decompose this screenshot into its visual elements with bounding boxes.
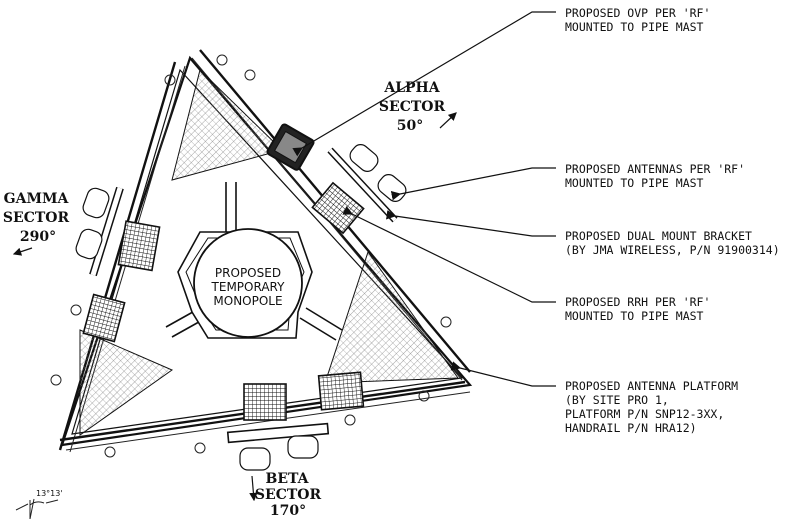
antennas-callout-line-2: MOUNTED TO PIPE MAST bbox=[565, 176, 704, 190]
gamma-direction-arrow bbox=[12, 247, 33, 256]
platform-callout-line-4: HANDRAIL P/N HRA12) bbox=[565, 421, 697, 435]
rail-clamps bbox=[50, 54, 452, 458]
platform-callout-line-2: (BY SITE PRO 1, bbox=[565, 393, 669, 407]
beta-sector-word: SECTOR bbox=[255, 487, 322, 503]
alpha-direction-arrow bbox=[439, 112, 457, 129]
center-label-line-2: TEMPORARY bbox=[211, 280, 286, 294]
bracket-callout-line-2: (BY JMA WIRELESS, P/N 91900314) bbox=[565, 243, 780, 257]
beta-sector-azimuth: 170° bbox=[270, 503, 306, 519]
beta-direction-arrow bbox=[249, 475, 258, 502]
alpha-equipment bbox=[266, 123, 407, 235]
angle-dimension bbox=[15, 498, 59, 519]
ovp-callout-line-2: MOUNTED TO PIPE MAST bbox=[565, 20, 704, 34]
rrh-callout-line-2: MOUNTED TO PIPE MAST bbox=[565, 309, 704, 323]
gamma-sector-name: GAMMA bbox=[4, 191, 70, 207]
center-label-line-1: PROPOSED bbox=[215, 266, 281, 280]
rrh-callout-line-1: PROPOSED RRH PER 'RF' bbox=[565, 295, 710, 309]
alpha-sector-azimuth: 50° bbox=[397, 118, 423, 134]
callout-leaders bbox=[292, 11, 556, 387]
gamma-sector-azimuth: 290° bbox=[20, 229, 56, 245]
bracket-callout-line-1: PROPOSED DUAL MOUNT BRACKET bbox=[565, 229, 752, 243]
alpha-sector-word: SECTOR bbox=[379, 99, 446, 115]
antennas-callout-line-1: PROPOSED ANTENNAS PER 'RF' bbox=[565, 162, 745, 176]
center-label-line-3: MONOPOLE bbox=[213, 294, 282, 308]
platform-callout-line-1: PROPOSED ANTENNA PLATFORM bbox=[565, 379, 738, 393]
ovp-callout-line-1: PROPOSED OVP PER 'RF' bbox=[565, 6, 710, 20]
beta-equipment bbox=[226, 371, 365, 471]
grating-panels bbox=[79, 69, 459, 436]
gamma-equipment bbox=[75, 186, 161, 343]
angle-dimension-label: 13°13' bbox=[36, 489, 63, 498]
platform-callout-line-3: PLATFORM P/N SNP12-3XX, bbox=[565, 407, 724, 421]
beta-sector-name: BETA bbox=[265, 471, 309, 487]
monopole-frame bbox=[177, 228, 313, 339]
gamma-sector-word: SECTOR bbox=[3, 210, 70, 226]
